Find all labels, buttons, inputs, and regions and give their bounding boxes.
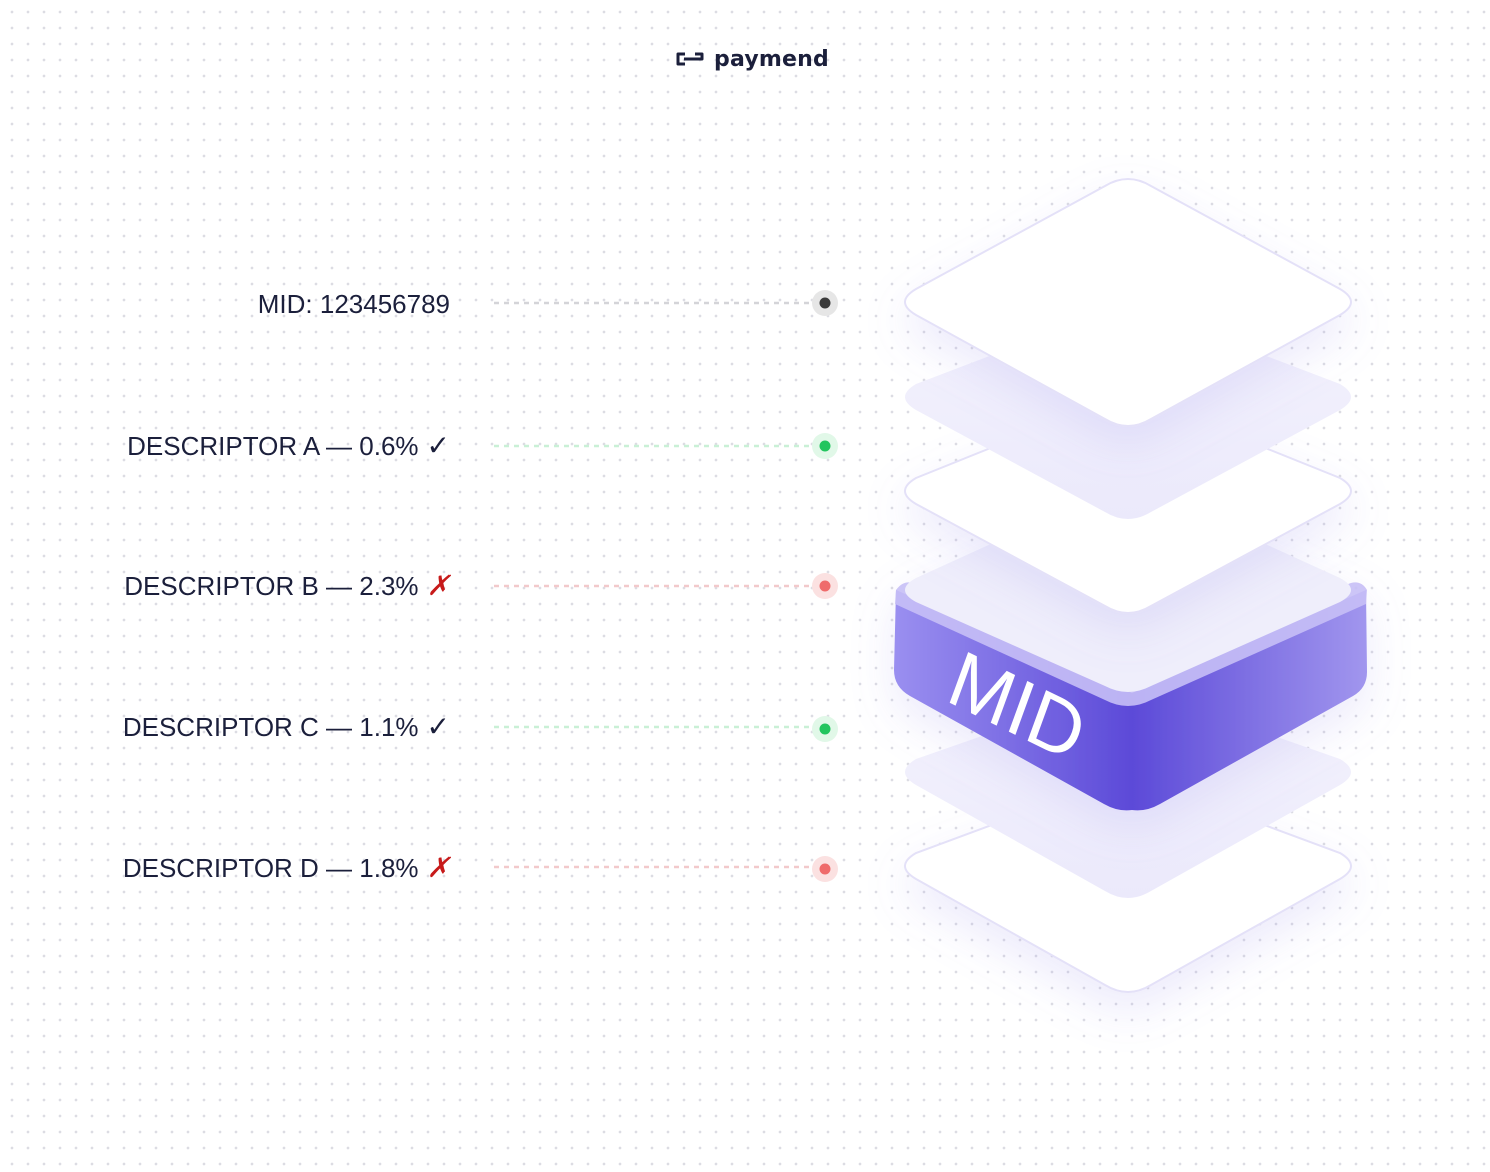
- descriptor-a-label: DESCRIPTOR A — 0.6% ✓: [127, 430, 450, 462]
- stack-layer-top: [904, 178, 1352, 427]
- mid-block-right-side: [1132, 590, 1367, 811]
- cross-icon: ✗: [426, 852, 450, 883]
- descriptor-b-label: DESCRIPTOR B — 2.3% ✗: [124, 570, 450, 602]
- status-dot-fail: [812, 856, 838, 882]
- brand: paymend: [676, 42, 829, 76]
- descriptor-d-text: DESCRIPTOR D — 1.8%: [122, 853, 419, 883]
- status-dot-neutral: [812, 290, 838, 316]
- descriptor-a-text: DESCRIPTOR A — 0.6%: [127, 431, 419, 461]
- mid-label: MID: 123456789: [258, 288, 450, 320]
- check-icon: ✓: [426, 430, 450, 461]
- cross-icon: ✗: [426, 570, 450, 601]
- descriptor-d-label: DESCRIPTOR D — 1.8% ✗: [123, 852, 450, 884]
- mid-block-top-edge: [895, 582, 1367, 706]
- status-dot-fail: [812, 573, 838, 599]
- status-dot-ok: [812, 433, 838, 459]
- descriptor-c-text: DESCRIPTOR C — 1.1%: [122, 712, 419, 742]
- status-dot-ok: [812, 716, 838, 742]
- descriptor-c-label: DESCRIPTOR C — 1.1% ✓: [123, 711, 450, 743]
- mid-label-text: MID: 123456789: [257, 289, 450, 319]
- mid-block-left-side: [894, 590, 1132, 811]
- brand-name: paymend: [714, 46, 829, 72]
- descriptor-b-text: DESCRIPTOR B — 2.3%: [124, 571, 419, 601]
- paymend-logo-icon: [676, 52, 704, 66]
- check-icon: ✓: [426, 711, 450, 742]
